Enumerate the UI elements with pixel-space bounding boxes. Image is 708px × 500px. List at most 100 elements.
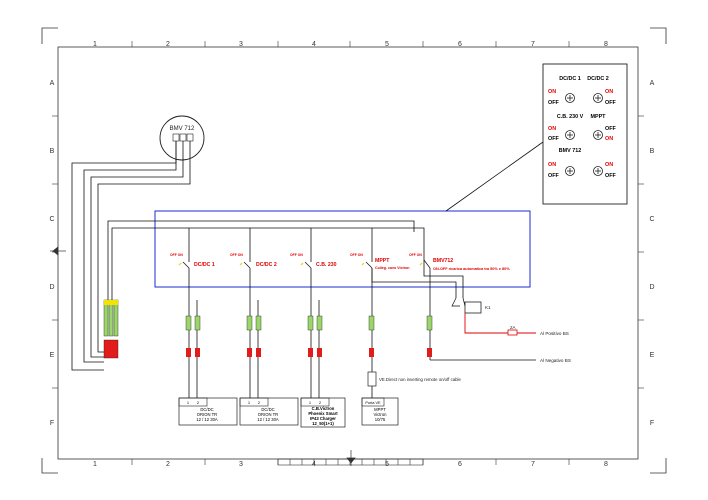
- panel-item-name: BMV 712: [559, 148, 581, 154]
- switch-dcdc1[interactable]: OFF ON DC/DC 1: [170, 253, 215, 269]
- row-label: C: [49, 216, 54, 223]
- switch-cb230[interactable]: OFF ON C.B. 230: [290, 253, 337, 269]
- row-label: F: [650, 420, 654, 427]
- panel-item-name: DC/DC 2: [587, 76, 609, 82]
- device-line: ORION TR: [197, 412, 217, 417]
- panel-off-label: OFF: [548, 100, 559, 106]
- row-label: E: [50, 352, 55, 359]
- panel-switch-icons: [565, 93, 603, 176]
- switch-label: C.B. 230: [316, 262, 337, 268]
- switch-bmv712[interactable]: OFF ON BMV712 ON-OFF ricarica automatica…: [409, 253, 510, 271]
- panel-item-name: DC/DC 1: [559, 76, 581, 82]
- relay-k1: K1: [451, 297, 491, 314]
- col-label: 8: [604, 461, 608, 468]
- panel-item-name: C.B. 230 V: [557, 114, 584, 120]
- device-line: MPPT: [374, 407, 386, 412]
- row-label: D: [49, 284, 54, 291]
- device-mppt: Porta VE MPPT Victron 10/75: [361, 397, 399, 426]
- device-line: 12_50(1+1): [312, 421, 334, 426]
- row-labels-left: A B C D E F: [49, 80, 54, 427]
- panel-off-label: OFF: [548, 173, 559, 179]
- row-label: A: [50, 80, 55, 87]
- switch-row: OFF ON DC/DC 1 OFF ON DC/DC 2 OFF ON C.B…: [170, 253, 510, 271]
- toggle-switch-icon[interactable]: [593, 166, 603, 176]
- positive-connection: 2A Al Positivo BS: [464, 313, 569, 336]
- device-dcdc1: 1 2 DC/DC ORION TR 12 / 12 30A: [178, 397, 238, 426]
- panel-on-label: ON: [605, 136, 613, 142]
- toggle-switch-icon[interactable]: [593, 93, 603, 103]
- toggle-switch-icon[interactable]: [565, 130, 575, 140]
- row-label: B: [50, 148, 55, 155]
- col-label: 3: [239, 41, 243, 48]
- panel-leader-line: [445, 141, 544, 212]
- col-label: 6: [458, 461, 462, 468]
- device-pin: 2: [197, 400, 200, 405]
- switch-note: Colleg. cavo Victron: [375, 266, 409, 270]
- switch-label: BMV712: [433, 258, 453, 264]
- ve-direct-label: VE.Direct non inverting remote on/off ca…: [379, 377, 461, 382]
- switch-dcdc2[interactable]: OFF ON DC/DC 2: [230, 253, 277, 269]
- fuse-label: 2A: [510, 325, 516, 330]
- device-pin: 1: [187, 400, 190, 405]
- col-label: 5: [385, 461, 389, 468]
- row-label: A: [650, 80, 655, 87]
- device-line: C.B.Victron: [312, 406, 335, 411]
- switch-state-label: OFF ON: [170, 253, 183, 257]
- panel-off-label: OFF: [605, 126, 616, 132]
- toggle-switch-icon[interactable]: [565, 166, 575, 176]
- col-label: 3: [239, 461, 243, 468]
- device-line: 12 / 12 30A: [257, 417, 279, 422]
- toggle-switch-icon[interactable]: [565, 93, 575, 103]
- terminal-bmv: [426, 315, 433, 357]
- column-labels-top: 1 2 3 4 5 6 7 8: [93, 41, 608, 48]
- switch-panel: DC/DC 1 ON OFF DC/DC 2 ON OFF C.B. 230 V…: [542, 63, 628, 205]
- col-label: 2: [166, 461, 170, 468]
- col-label: 7: [531, 461, 535, 468]
- device-line: DC/DC: [261, 407, 274, 412]
- switch-state-label: OFF ON: [230, 253, 243, 257]
- ve-direct-cable: VE.Direct non inverting remote on/off ca…: [367, 371, 461, 387]
- device-line: ORION TR: [258, 412, 278, 417]
- panel-item-name: MPPT: [591, 114, 607, 120]
- device-dcdc2: 1 2 DC/DC ORION TR 12 / 12 30A: [239, 397, 299, 426]
- panel-on-label: ON: [605, 162, 613, 168]
- terminal-blocks: [103, 299, 433, 359]
- switch-enclosure: [154, 210, 531, 288]
- device-pin: 2: [319, 400, 322, 405]
- terminal-strip-left: [103, 299, 119, 359]
- row-labels-right: A B C D E F: [649, 80, 654, 427]
- col-label: 8: [604, 41, 608, 48]
- terminal-mppt: [368, 315, 375, 357]
- panel-on-label: ON: [548, 162, 556, 168]
- main-bus-wires: [107, 220, 425, 300]
- panel-on-label: ON: [548, 126, 556, 132]
- row-label: E: [650, 352, 655, 359]
- title-block-ruler: [277, 458, 424, 466]
- switch-mppt[interactable]: OFF ON MPPT Colleg. cavo Victron: [350, 253, 409, 270]
- negative-label: Al Negativo BS: [540, 358, 571, 363]
- switch-note: ON-OFF ricarica automatica tra 50% e 80%: [433, 267, 510, 271]
- switch-label: DC/DC 2: [256, 262, 277, 268]
- terminal-cb230: [307, 315, 323, 357]
- col-label: 6: [458, 41, 462, 48]
- terminal-dcdc1: [185, 315, 201, 357]
- col-label: 2: [166, 41, 170, 48]
- device-charger: 1 2 C.B.Victron Phoenix Smart IP43 Charg…: [300, 397, 346, 428]
- switch-label: MPPT: [375, 258, 390, 264]
- col-label: 1: [93, 41, 97, 48]
- toggle-switch-icon[interactable]: [593, 130, 603, 140]
- panel-off-label: OFF: [605, 173, 616, 179]
- device-line: Phoenix Smart: [308, 411, 338, 416]
- col-label: 5: [385, 41, 389, 48]
- terminal-dcdc2: [246, 315, 262, 357]
- row-label: C: [649, 216, 654, 223]
- row-label: B: [650, 148, 655, 155]
- bmv-title: BMV 712: [170, 126, 195, 132]
- row-label: F: [50, 420, 54, 427]
- panel-on-label: ON: [548, 89, 556, 95]
- switch-label: DC/DC 1: [194, 262, 215, 268]
- device-line: Victron: [374, 412, 388, 417]
- relay-label: K1: [485, 305, 491, 310]
- positive-label: Al Positivo BS: [540, 331, 569, 336]
- panel-on-label: ON: [605, 89, 613, 95]
